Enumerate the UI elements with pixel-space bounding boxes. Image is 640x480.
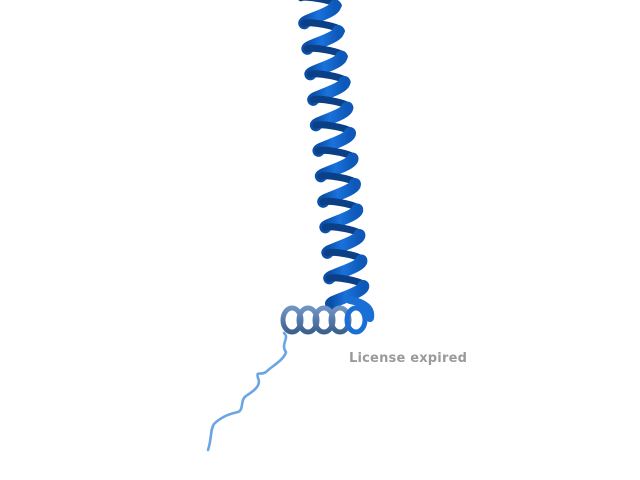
- short-alpha-helix-ribbon[interactable]: [280, 296, 375, 335]
- coil-tail[interactable]: [206, 331, 288, 452]
- license-expired-watermark: License expired: [349, 351, 468, 366]
- helix-front-ribbon: [324, 279, 370, 310]
- short-helix-turn: [344, 305, 368, 335]
- alpha-helix-ribbon[interactable]: [298, 0, 370, 310]
- helix-connector: [346, 296, 375, 322]
